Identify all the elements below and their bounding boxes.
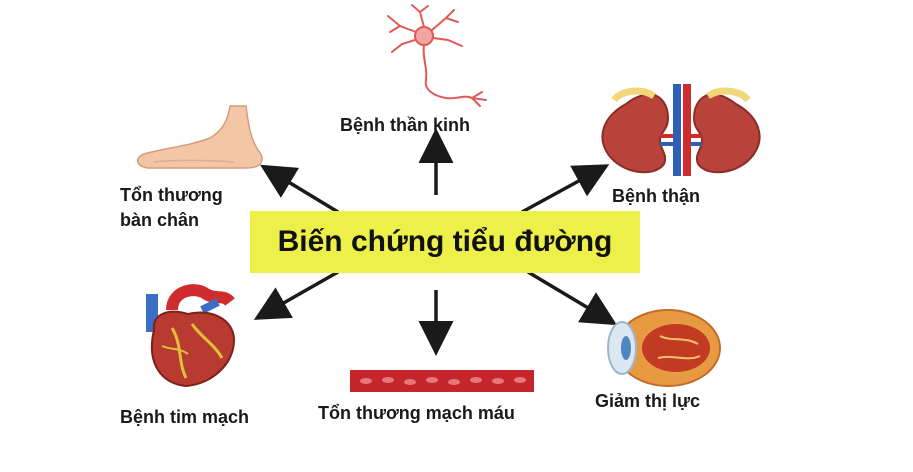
arrow-to-kidney bbox=[521, 164, 610, 214]
neuron-icon bbox=[387, 4, 487, 107]
label-eye: Giảm thị lực bbox=[595, 391, 701, 411]
foot-icon bbox=[136, 105, 263, 169]
heart-icon bbox=[146, 284, 236, 388]
eye-icon bbox=[607, 309, 721, 387]
label-foot-line2: bàn chân bbox=[120, 210, 200, 230]
label-vessel: Tổn thương mạch máu bbox=[318, 403, 515, 423]
arrow-to-eye bbox=[527, 270, 618, 326]
kidney-icon bbox=[601, 84, 761, 176]
center-title: Biến chứng tiểu đường bbox=[277, 225, 613, 258]
label-neuro: Bệnh thần kinh bbox=[340, 115, 470, 135]
arrow-to-foot bbox=[260, 164, 339, 214]
label-heart: Bệnh tim mạch bbox=[120, 407, 250, 427]
center-title-box: Biến chứng tiểu đường bbox=[250, 211, 640, 273]
label-foot-line1: Tổn thương bbox=[120, 185, 223, 205]
arrow-to-heart bbox=[253, 270, 339, 320]
label-kidney: Bệnh thận bbox=[612, 186, 700, 206]
blood-vessel-icon bbox=[350, 370, 534, 392]
